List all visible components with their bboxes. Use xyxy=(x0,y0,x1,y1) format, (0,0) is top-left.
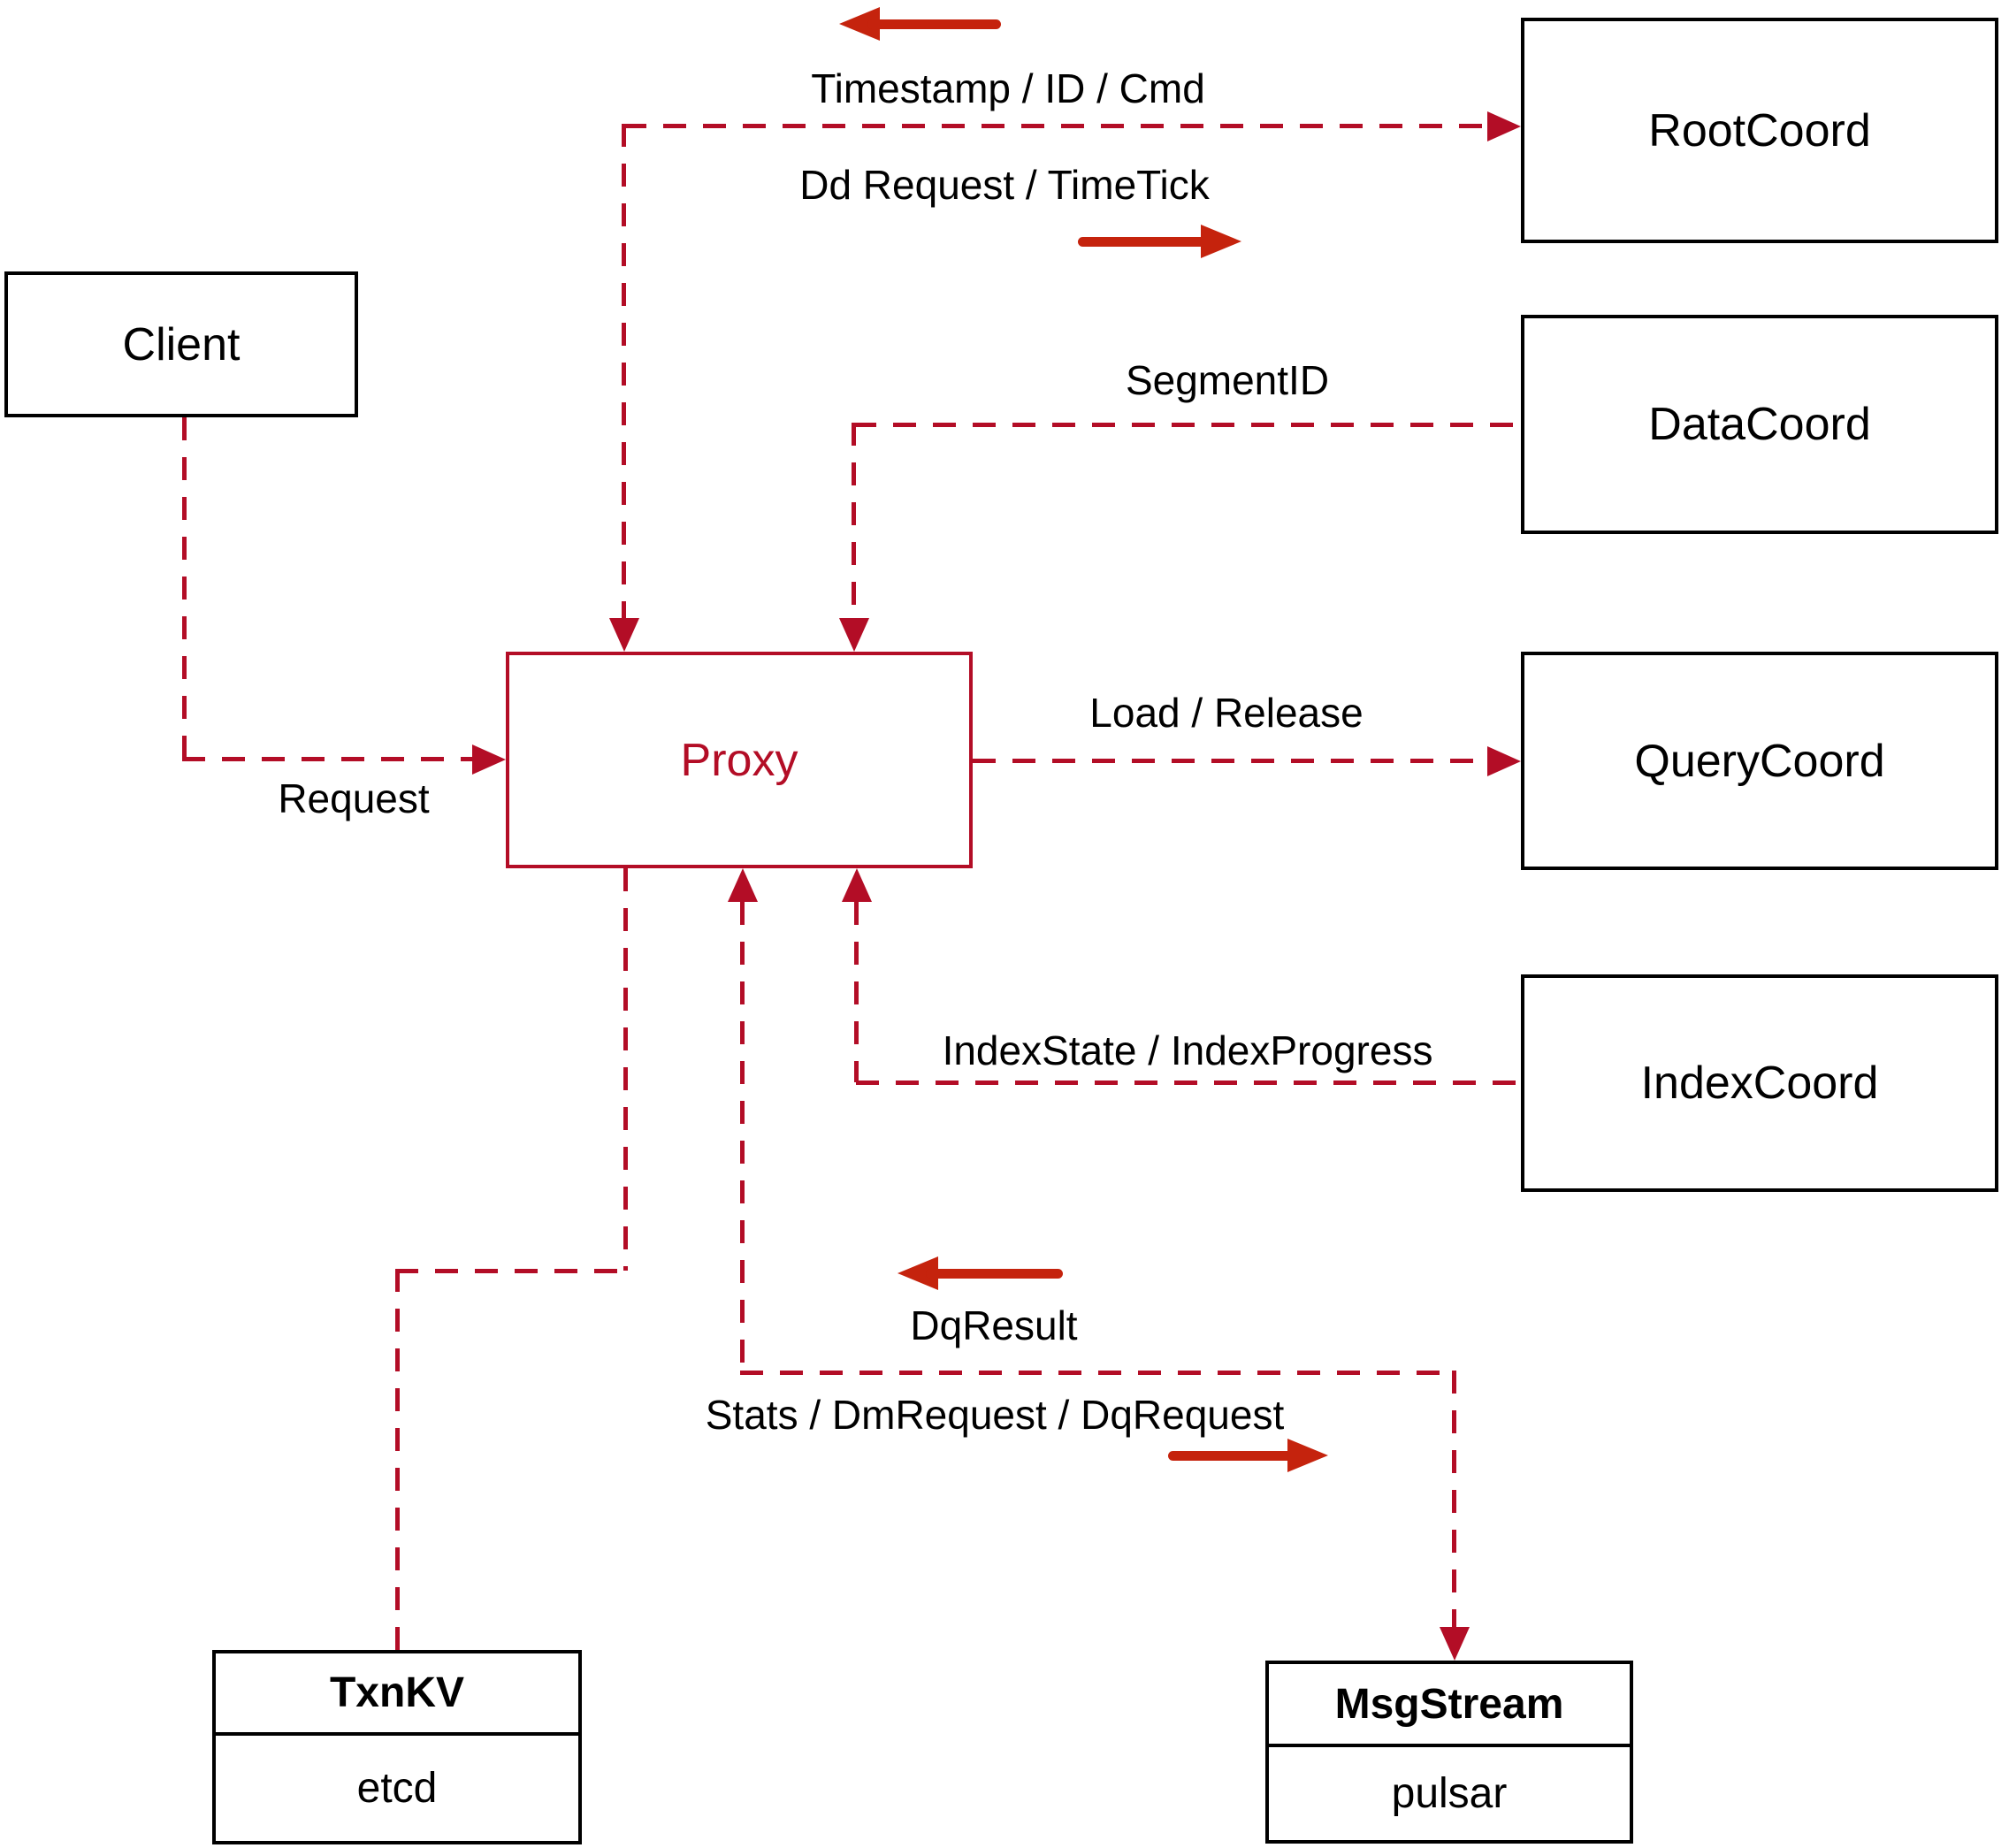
node-querycoord: QueryCoord xyxy=(1521,652,1998,870)
edge-proxy-indexcoord-vertical xyxy=(854,902,859,1082)
node-datacoord-label: DataCoord xyxy=(1648,399,1871,450)
edge-proxy-msgstream-horizontal xyxy=(740,1371,1456,1375)
node-txnkv: TxnKV etcd xyxy=(212,1650,582,1844)
node-txnkv-impl: etcd xyxy=(356,1765,438,1812)
arrowhead-into-rootcoord-icon xyxy=(1487,111,1521,141)
edge-proxy-rootcoord-horizontal xyxy=(623,124,1490,128)
arrowhead-into-querycoord-icon xyxy=(1487,746,1521,776)
edge-label-dd-request-timetick: Dd Request / TimeTick xyxy=(799,162,1210,208)
edge-proxy-datacoord-vertical xyxy=(852,423,856,618)
arrowhead-into-proxy-top-right-icon xyxy=(839,618,869,652)
node-msgstream-title: MsgStream xyxy=(1269,1664,1630,1747)
node-indexcoord: IndexCoord xyxy=(1521,974,1998,1192)
edge-label-index-state: IndexState / IndexProgress xyxy=(942,1027,1433,1073)
node-rootcoord-label: RootCoord xyxy=(1648,104,1871,157)
arrowhead-into-msgstream-icon xyxy=(1440,1627,1470,1661)
direction-arrow-right-ddrequest-icon xyxy=(1075,225,1241,258)
arrowhead-into-proxy-bottom-left-icon xyxy=(728,868,758,902)
node-msgstream-impl: pulsar xyxy=(1391,1770,1508,1817)
node-indexcoord-label: IndexCoord xyxy=(1640,1058,1879,1109)
edge-label-segment-id: SegmentID xyxy=(1125,357,1330,403)
edge-label-dq-result: DqResult xyxy=(910,1302,1078,1348)
edge-label-request: Request xyxy=(278,775,430,821)
edge-proxy-rootcoord-vertical xyxy=(622,124,626,618)
arrowhead-into-proxy-bottom-right-icon xyxy=(842,868,872,902)
direction-arrow-right-stats-icon xyxy=(1165,1439,1328,1472)
edge-label-timestamp-id-cmd: Timestamp / ID / Cmd xyxy=(811,65,1205,111)
node-proxy-label: Proxy xyxy=(680,734,798,786)
edge-proxy-msgstream-vertical-upper xyxy=(740,902,745,1374)
arrowhead-into-proxy-top-left-icon xyxy=(609,618,639,652)
arrowhead-into-proxy-left-icon xyxy=(472,745,506,775)
direction-arrow-left-timestamp-icon xyxy=(839,7,1004,41)
direction-arrow-left-dqresult-icon xyxy=(898,1256,1066,1290)
edge-proxy-querycoord-horizontal xyxy=(973,759,1487,763)
edge-proxy-txnkv-vertical-lower xyxy=(395,1269,400,1650)
node-txnkv-title: TxnKV xyxy=(216,1653,578,1736)
edge-client-proxy-vertical xyxy=(182,417,187,759)
edge-proxy-msgstream-vertical-lower xyxy=(1452,1371,1456,1627)
edge-proxy-txnkv-vertical-upper xyxy=(623,868,628,1271)
node-querycoord-label: QueryCoord xyxy=(1634,735,1885,787)
node-datacoord: DataCoord xyxy=(1521,315,1998,534)
node-proxy: Proxy xyxy=(506,652,973,868)
edge-client-proxy-horizontal xyxy=(182,757,472,761)
edge-proxy-indexcoord-horizontal xyxy=(856,1081,1521,1085)
node-client: Client xyxy=(4,271,358,417)
node-msgstream: MsgStream pulsar xyxy=(1265,1661,1633,1844)
node-client-label: Client xyxy=(122,318,241,370)
edge-label-load-release: Load / Release xyxy=(1089,690,1364,736)
edge-proxy-txnkv-horizontal xyxy=(395,1269,628,1273)
edge-label-stats-dm-dq: Stats / DmRequest / DqRequest xyxy=(705,1392,1285,1438)
node-rootcoord: RootCoord xyxy=(1521,18,1998,243)
edge-proxy-datacoord-horizontal xyxy=(853,423,1521,427)
